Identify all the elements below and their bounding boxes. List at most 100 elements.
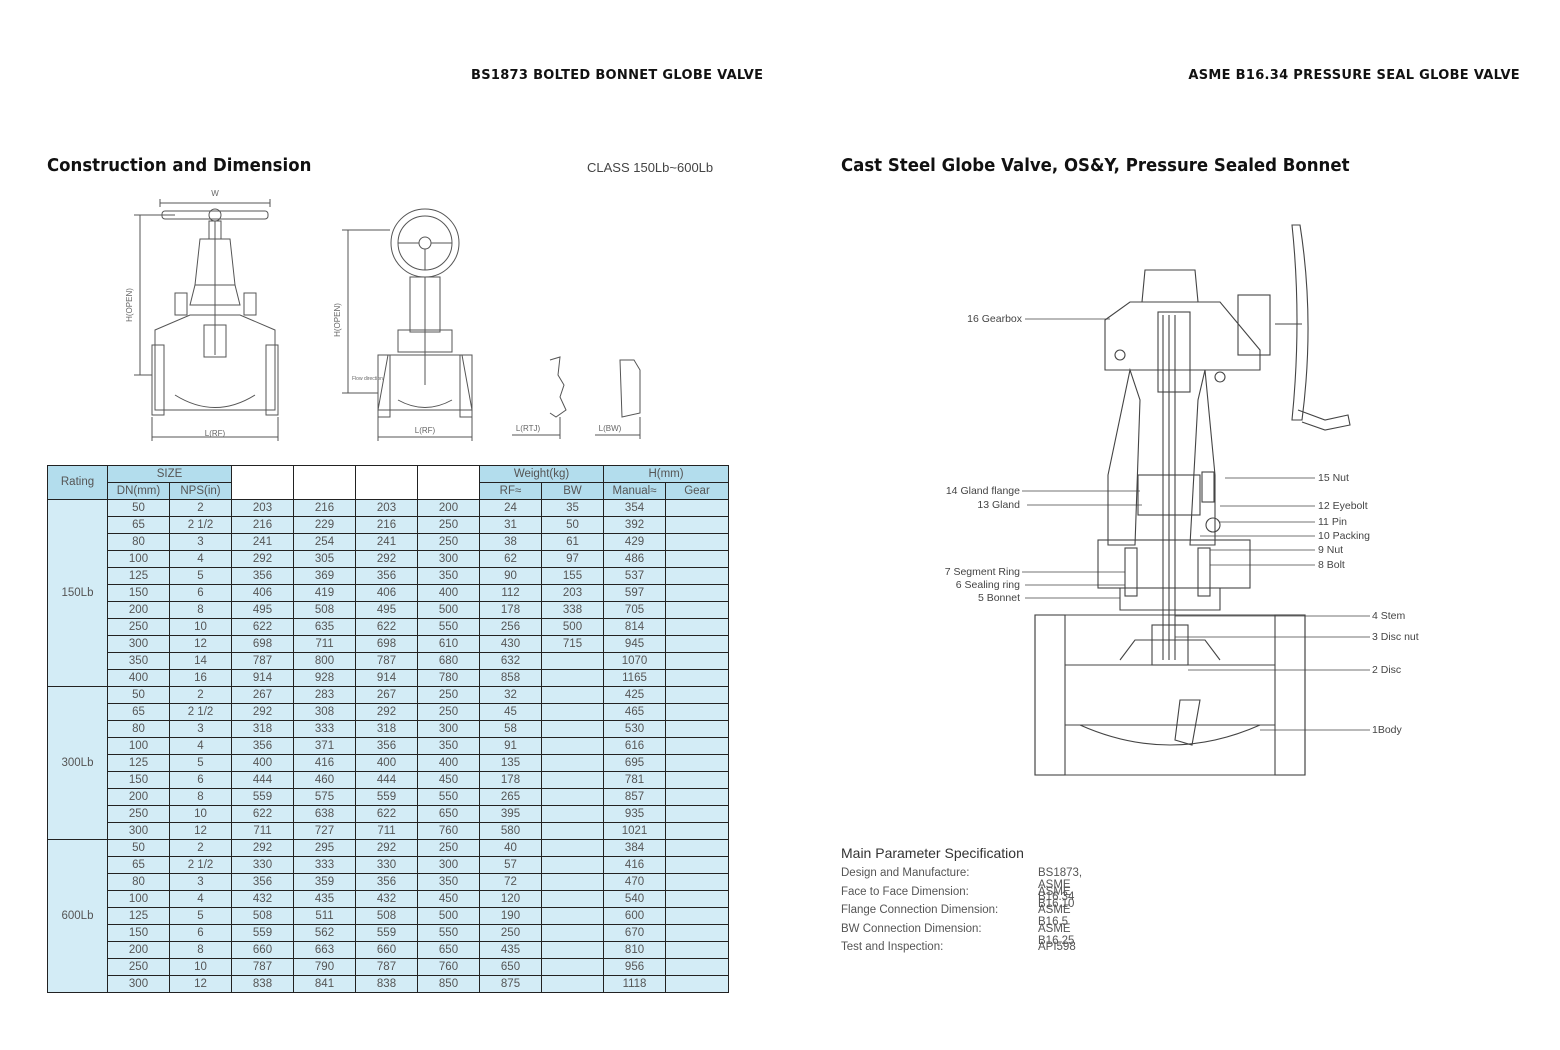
table-cell [665, 771, 730, 789]
table-cell: 559 [231, 924, 294, 942]
table-cell: 40 [479, 839, 542, 857]
table-cell: 241 [231, 533, 294, 551]
class-range: CLASS 150Lb~600Lb [587, 160, 714, 175]
table-cell: 500 [417, 601, 480, 619]
table-cell: 333 [293, 720, 356, 738]
table-cell: 432 [231, 890, 294, 908]
table-cell: 787 [355, 652, 418, 670]
part-16-label: 16 Gearbox [967, 313, 1023, 325]
table-cell: 508 [293, 601, 356, 619]
flow-direction-label: Flow direction [352, 376, 383, 382]
spec-value: ASME B16.25 [1038, 922, 1075, 947]
table-cell: 150 [107, 584, 170, 602]
table-cell: 216 [293, 499, 356, 517]
table-cell: 460 [293, 771, 356, 789]
table-cell: 3 [169, 533, 232, 551]
table-cell: 928 [293, 669, 356, 687]
table-cell: 250 [417, 686, 480, 704]
part-9-label: 9 Nut [1318, 544, 1343, 556]
table-cell: 6 [169, 584, 232, 602]
table-cell: 97 [540, 550, 605, 568]
col-nps: NPS(in) [169, 482, 232, 500]
table-cell: 3 [169, 873, 232, 891]
part-15-label: 15 Nut [1318, 472, 1349, 484]
l-rf-label-1: L(RF) [205, 429, 226, 438]
table-cell: 250 [417, 839, 480, 857]
pressure-seal-valve-drawing: 16 Gearbox 15 Nut 14 Gland flange 13 Gla… [945, 224, 1419, 776]
table-cell: 838 [355, 975, 418, 993]
table-cell: 72 [479, 873, 542, 891]
table-cell: 400 [107, 669, 170, 687]
table-cell: 354 [603, 499, 667, 517]
table-cell: 610 [417, 635, 480, 653]
table-cell: 241 [355, 533, 418, 551]
table-cell: 8 [169, 601, 232, 619]
table-cell: 444 [355, 771, 418, 789]
part-6-label: 6 Sealing ring [956, 579, 1020, 591]
table-cell: 178 [479, 601, 542, 619]
table-cell: 406 [355, 584, 418, 602]
table-cell: 58 [479, 720, 542, 738]
spec-value: ASME B16.10 [1038, 885, 1075, 910]
table-cell: 622 [355, 805, 418, 823]
table-cell [665, 499, 730, 517]
table-cell: 4 [169, 550, 232, 568]
table-cell: 31 [479, 516, 542, 534]
table-cell [665, 669, 730, 687]
table-cell: 597 [603, 584, 667, 602]
part-4-label: 4 Stem [1372, 610, 1406, 622]
table-cell: 650 [417, 941, 480, 959]
table-cell: 787 [231, 958, 294, 976]
table-cell: 356 [355, 567, 418, 585]
table-cell: 256 [479, 618, 542, 636]
table-cell: 444 [231, 771, 294, 789]
table-cell: 356 [231, 737, 294, 755]
h-open-label-2: H(OPEN) [333, 303, 342, 337]
table-cell: 632 [479, 652, 542, 670]
table-cell [665, 822, 730, 840]
table-cell: 318 [355, 720, 418, 738]
table-cell [540, 890, 605, 908]
table-cell: 50 [540, 516, 605, 534]
table-cell: 663 [293, 941, 356, 959]
table-cell: 508 [355, 907, 418, 925]
table-cell: 727 [293, 822, 356, 840]
table-cell: 857 [603, 788, 667, 806]
table-cell: 450 [417, 771, 480, 789]
table-cell: 435 [293, 890, 356, 908]
table-cell: 622 [355, 618, 418, 636]
table-cell: 781 [603, 771, 667, 789]
spec-row: Test and Inspection: API598 [841, 941, 1076, 960]
table-cell: 4 [169, 737, 232, 755]
table-cell: 10 [169, 805, 232, 823]
dimension-table: Rating SIZE Weight(kg) H(mm) DN(mm) NPS(… [47, 465, 730, 993]
table-cell: 356 [231, 873, 294, 891]
table-cell: 698 [355, 635, 418, 653]
spec-row: BW Connection Dimension: ASME B16.25 [841, 923, 1074, 947]
table-cell: 537 [603, 567, 667, 585]
table-cell: 760 [417, 958, 480, 976]
spec-value: API598 [1038, 941, 1076, 954]
table-cell [540, 737, 605, 755]
part-3-label: 3 Disc nut [1372, 631, 1419, 643]
part-11-label: 11 Pin [1318, 516, 1347, 528]
table-cell: 80 [107, 533, 170, 551]
rating-cell: 300Lb [47, 686, 108, 840]
table-cell: 300 [417, 720, 480, 738]
table-cell: 292 [355, 703, 418, 721]
table-cell: 8 [169, 788, 232, 806]
spec-key: Design and Manufacture: [841, 867, 970, 879]
table-cell: 350 [417, 737, 480, 755]
table-cell: 333 [293, 856, 356, 874]
